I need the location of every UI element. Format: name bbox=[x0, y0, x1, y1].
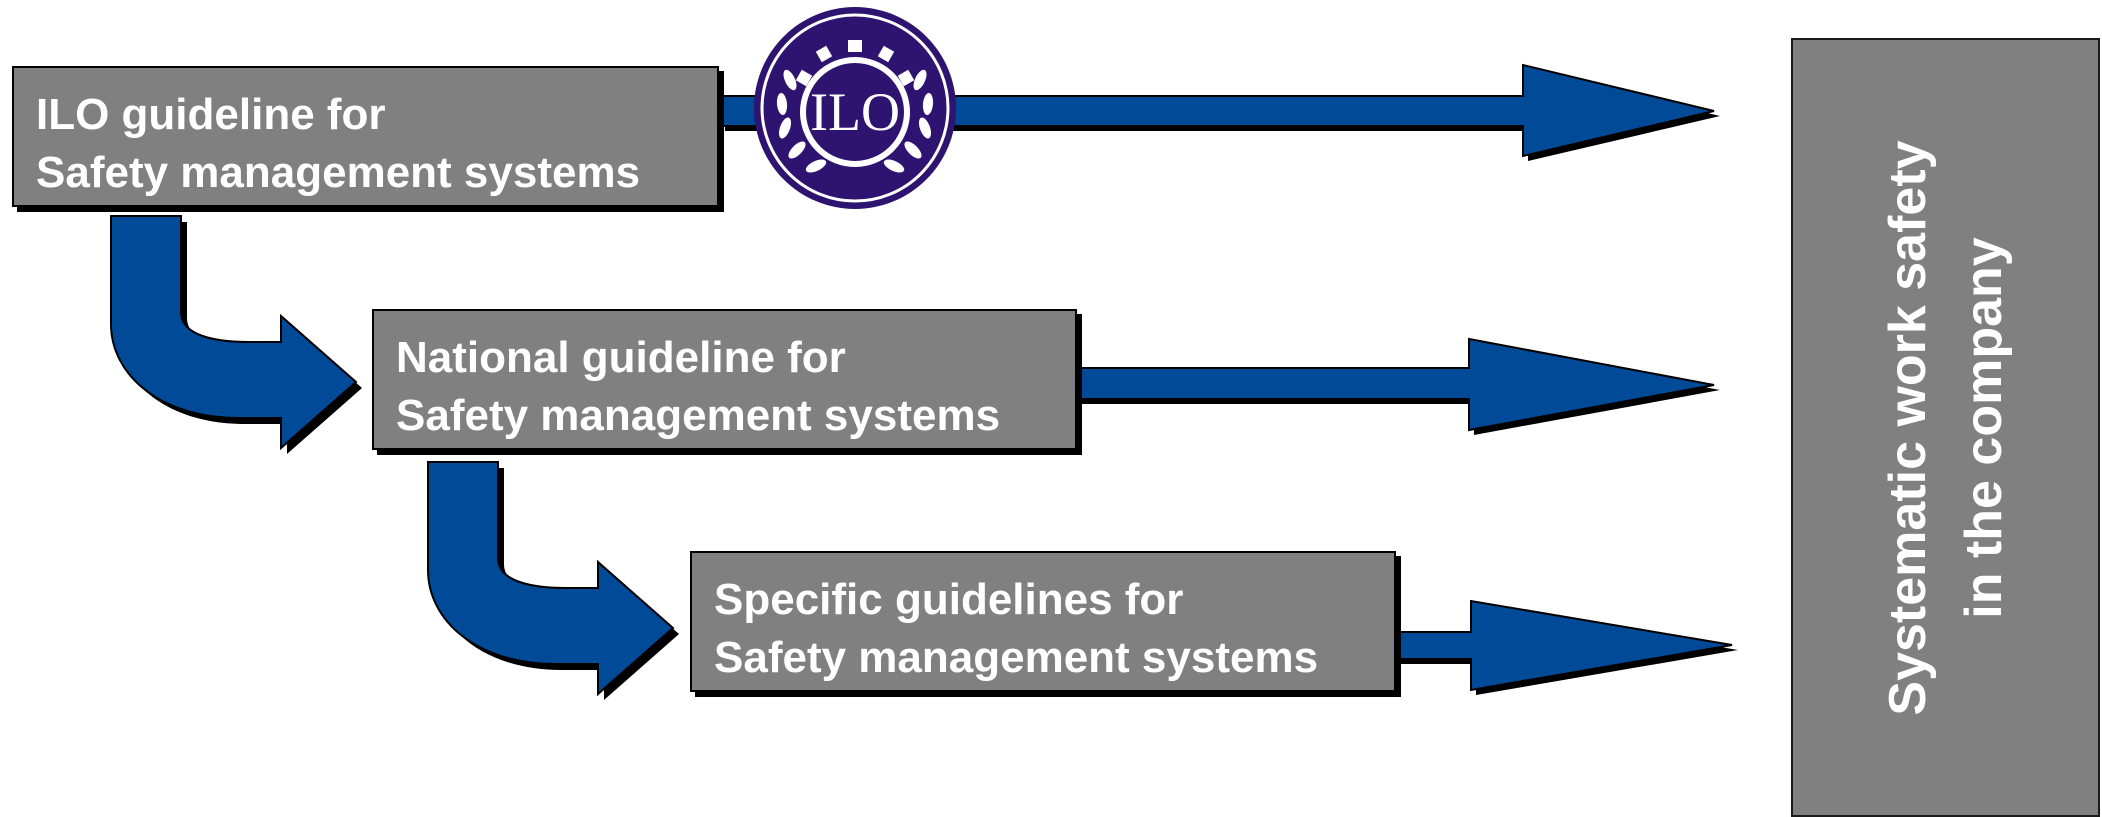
ilo-guideline-box: ILO guideline for Safety management syst… bbox=[12, 66, 719, 207]
arrow-national-to-company bbox=[1076, 337, 1720, 435]
company-safety-line1: Systematic work safety bbox=[1878, 139, 1937, 716]
ilo-emblem-icon: ILO bbox=[754, 7, 956, 209]
company-safety-box: Systematic work safety in the company bbox=[1791, 38, 2100, 817]
national-guideline-box: National guideline for Safety management… bbox=[372, 309, 1077, 450]
specific-guidelines-box: Specific guidelines for Safety managemen… bbox=[690, 551, 1396, 692]
specific-guidelines-title: Specific guidelines for bbox=[714, 575, 1184, 624]
ilo-guideline-title: ILO guideline for bbox=[36, 90, 386, 139]
ilo-guideline-subtitle: Safety management systems bbox=[36, 148, 641, 197]
curved-arrow-national-to-specific bbox=[427, 461, 679, 700]
company-safety-label: Systematic work safety in the company bbox=[1870, 140, 2022, 715]
specific-guidelines-subtitle: Safety management systems bbox=[714, 633, 1319, 682]
company-safety-line2: in the company bbox=[1954, 236, 2013, 619]
national-guideline-subtitle: Safety management systems bbox=[396, 391, 1001, 440]
ilo-logo-text: ILO bbox=[810, 82, 900, 142]
curved-arrow-ilo-to-national bbox=[110, 215, 362, 454]
national-guideline-title: National guideline for bbox=[396, 333, 846, 382]
arrow-specific-to-company bbox=[1395, 599, 1738, 695]
